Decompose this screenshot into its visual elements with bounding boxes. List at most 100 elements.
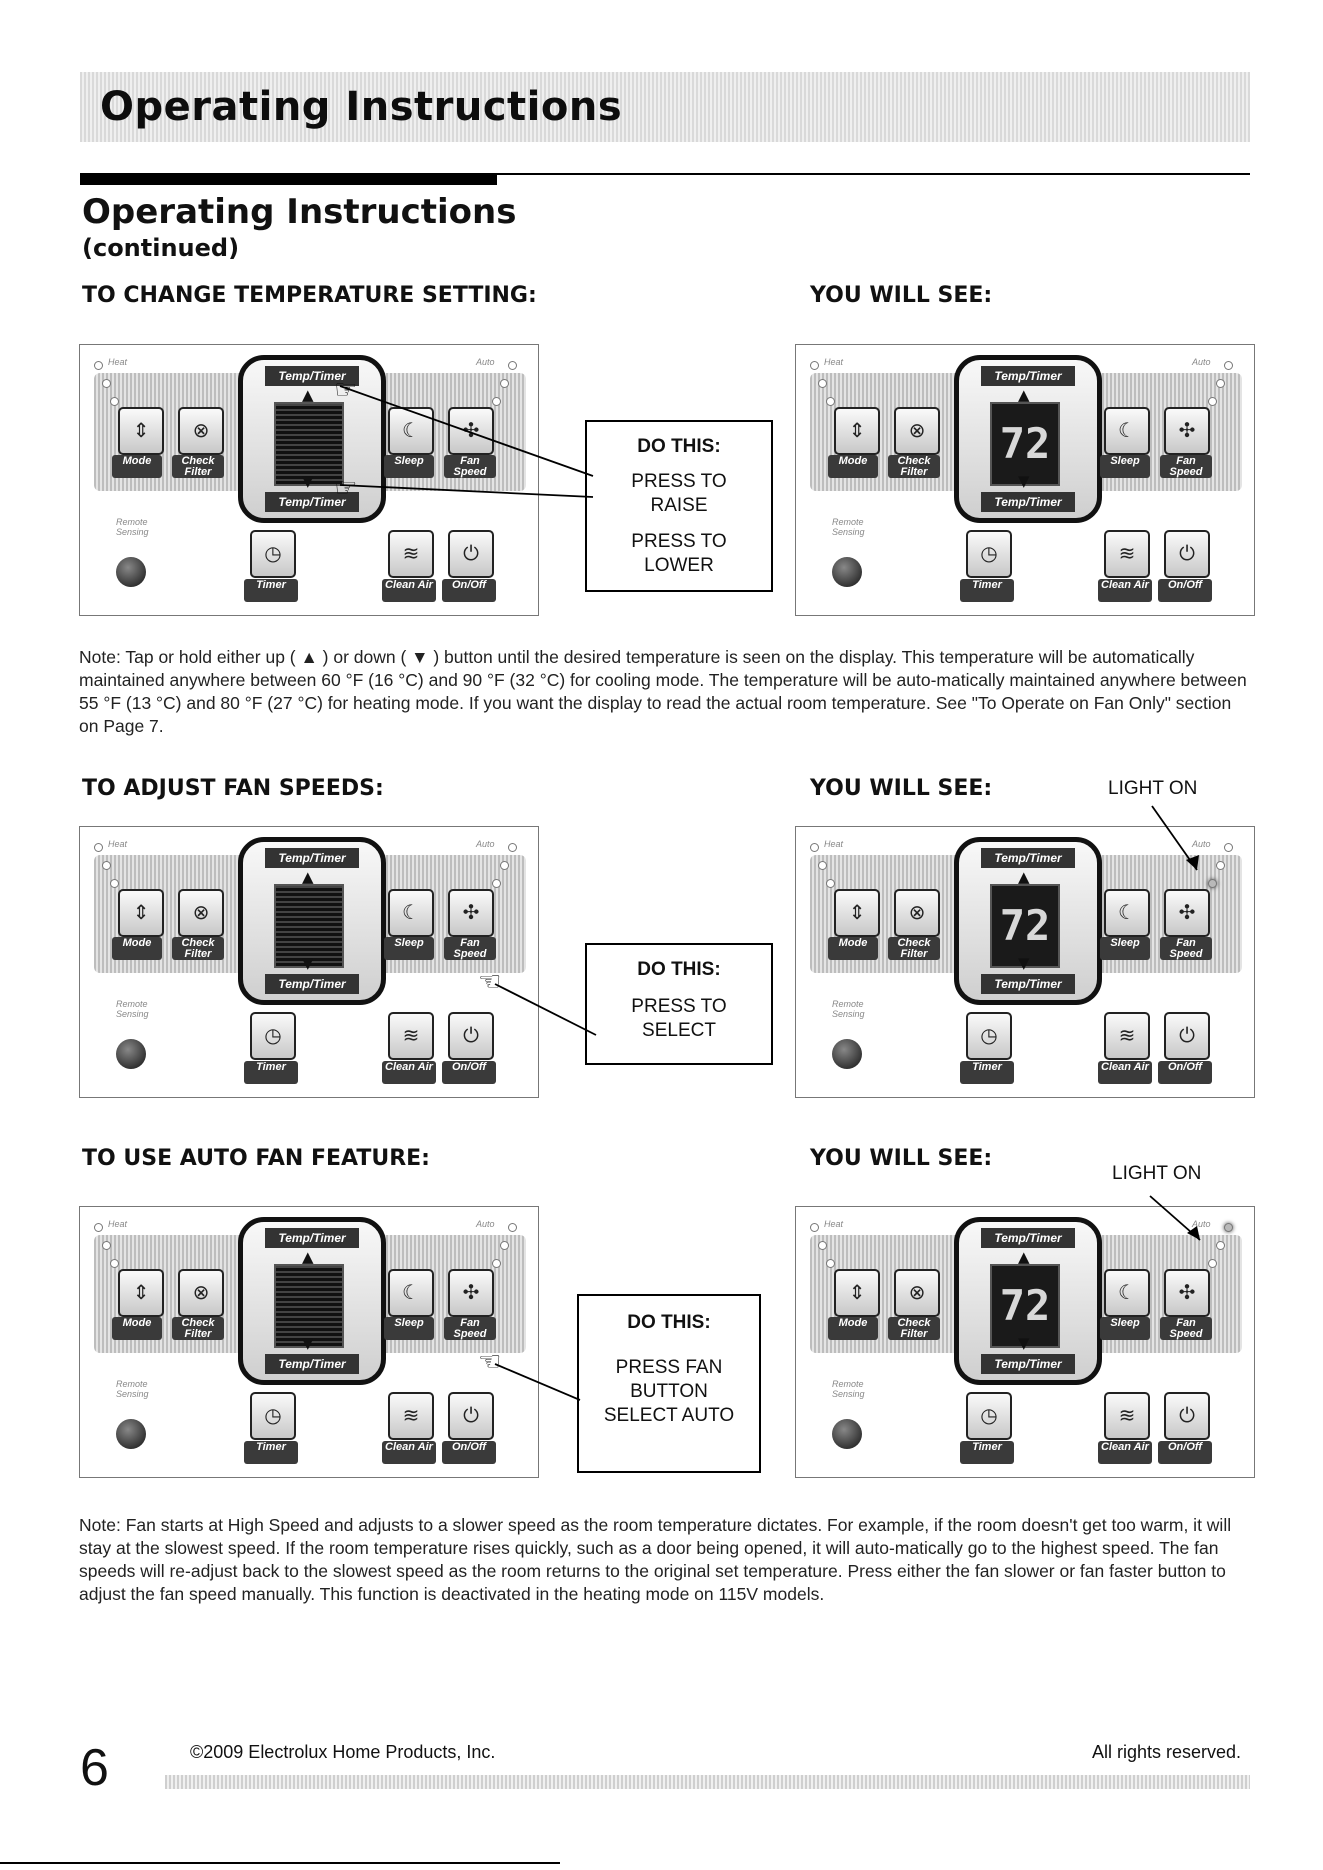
panel-label-remote-sensing: Remote Sensing (832, 517, 865, 537)
timer-button: ◷ (966, 530, 1012, 578)
fan-indicator-light (508, 843, 517, 852)
panel-label-heat: Heat (824, 357, 844, 367)
mode-indicator-light (110, 397, 119, 406)
note-auto-fan: Note: Fan starts at High Speed and adjus… (79, 1515, 1232, 1604)
mode-button: ⇕ (118, 407, 164, 455)
callout-title: DO THIS: (637, 959, 721, 980)
timer-button: ◷ (250, 530, 296, 578)
clean-air-button: ≋ (388, 1012, 434, 1060)
panel-label-auto: Auto (1192, 1219, 1211, 1229)
panel-label-heat: Heat (108, 357, 128, 367)
power-indicator (832, 557, 862, 587)
panel-label-sleep: Sleep (384, 455, 434, 478)
panel-label-timer: Timer (960, 579, 1014, 602)
clean-air-button: ≋ (388, 530, 434, 578)
panel-label-heat: Heat (108, 1219, 128, 1229)
up-arrow-icon: ▲ (1018, 386, 1030, 404)
power-indicator (116, 1419, 146, 1449)
panel-label-auto: Auto (476, 839, 495, 849)
callout-line: LOWER (644, 555, 714, 576)
panel-label-on-off: On/Off (1158, 1441, 1212, 1464)
fan-indicator-light (508, 361, 517, 370)
pointer-line (494, 1363, 581, 1401)
up-arrow-icon: ▲ (1018, 868, 1030, 886)
section-heading-auto-fan: TO USE AUTO FAN FEATURE: (82, 1146, 430, 1171)
mode-indicator-light (810, 843, 819, 852)
rights-text: All rights reserved. (1092, 1742, 1242, 1762)
light-on-label: LIGHT ON (1112, 1163, 1202, 1184)
mode-button: ⇕ (834, 1269, 880, 1317)
callout-box: DO THIS: PRESS TO RAISE PRESS TO LOWER (585, 420, 773, 592)
clean-air-button: ≋ (1104, 530, 1150, 578)
heading-rule-thick (80, 173, 497, 185)
callout-line: PRESS TO (631, 471, 727, 492)
fan-speed-button: ✣ (1164, 407, 1210, 455)
up-arrow-icon: ▲ (302, 386, 314, 404)
you-will-see-heading: YOU WILL SEE: (810, 1146, 993, 1171)
page-number: 6 (80, 1739, 109, 1797)
temperature-display (274, 1264, 344, 1348)
footer-band (165, 1775, 1250, 1789)
panel-label-clean-air: Clean Air (1098, 579, 1152, 602)
panel-label-on-off: On/Off (1158, 1061, 1212, 1084)
power-indicator (832, 1039, 862, 1069)
panel-label-auto: Auto (476, 357, 495, 367)
panel-label-check-filter: Check Filter (888, 1317, 940, 1340)
panel-label-timer: Timer (960, 1441, 1014, 1464)
fan-indicator-light (1216, 1241, 1225, 1250)
check-filter-button: ⊗ (894, 407, 940, 455)
fan-speed-button: ✣ (448, 407, 494, 455)
temperature-display (274, 884, 344, 968)
panel-label-remote-sensing: Remote Sensing (832, 1379, 865, 1399)
mode-indicator-light (826, 1259, 835, 1268)
temperature-display: 72 (990, 402, 1060, 486)
callout-line: SELECT (642, 1020, 716, 1041)
temperature-display (274, 402, 344, 486)
panel-label-clean-air: Clean Air (1098, 1441, 1152, 1464)
temperature-display: 72 (990, 884, 1060, 968)
mode-indicator-light (102, 379, 111, 388)
callout-line: SELECT AUTO (603, 1405, 735, 1426)
up-arrow-icon: ▲ (302, 868, 314, 886)
panel-label-timer: Timer (244, 1441, 298, 1464)
panel-label-temp-timer: Temp/Timer (981, 366, 1075, 386)
panel-label-timer: Timer (960, 1061, 1014, 1084)
panel-label-check-filter: Check Filter (888, 455, 940, 478)
fan-indicator-light (1224, 843, 1233, 852)
panel-label-sleep: Sleep (1100, 455, 1150, 478)
callout-line: PRESS FAN (615, 1357, 723, 1378)
heading-rule-thin (497, 173, 1250, 175)
you-will-see-heading: YOU WILL SEE: (810, 776, 993, 801)
panel-label-mode: Mode (112, 1317, 162, 1340)
mode-indicator-light (826, 879, 835, 888)
fan-indicator-light (1216, 379, 1225, 388)
fan-indicator-light (1224, 1223, 1233, 1232)
mode-button: ⇕ (834, 889, 880, 937)
fan-indicator-light (500, 1241, 509, 1250)
panel-label-remote-sensing: Remote Sensing (832, 999, 865, 1019)
panel-label-temp-timer: Temp/Timer (981, 848, 1075, 868)
panel-label-heat: Heat (108, 839, 128, 849)
pointer-line (339, 385, 594, 477)
panel-label-temp-timer: Temp/Timer (265, 492, 359, 512)
panel-label-clean-air: Clean Air (1098, 1061, 1152, 1084)
panel-label-temp-timer: Temp/Timer (981, 1354, 1075, 1374)
on-off-button: ⏻ (448, 1392, 494, 1440)
panel-label-sleep: Sleep (384, 1317, 434, 1340)
panel-label-sleep: Sleep (384, 937, 434, 960)
mode-indicator-light (818, 1241, 827, 1250)
panel-label-check-filter: Check Filter (888, 937, 940, 960)
check-filter-button: ⊗ (178, 407, 224, 455)
note-temperature: Note: Tap or hold either up ( ▲ ) or dow… (79, 647, 1247, 736)
on-off-button: ⏻ (1164, 1392, 1210, 1440)
callout-line: PRESS TO (631, 531, 727, 552)
panel-label-temp-timer: Temp/Timer (265, 974, 359, 994)
callout-title: DO THIS: (627, 1312, 711, 1333)
panel-label-temp-timer: Temp/Timer (981, 974, 1075, 994)
